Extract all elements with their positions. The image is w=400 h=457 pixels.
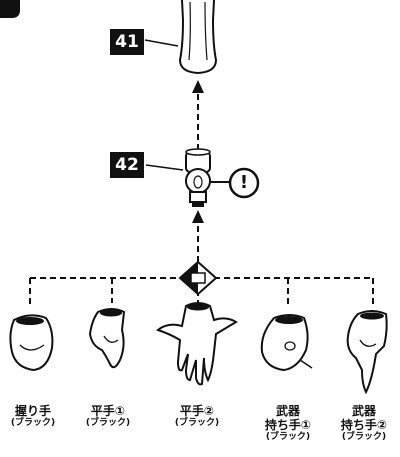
arrow-up-icon <box>192 210 204 262</box>
option-color: (ブラック) <box>341 432 387 442</box>
option-name: 武器 <box>275 404 300 418</box>
joint-part-42-illustration <box>185 148 211 207</box>
option-label-fist: 握り手 (ブラック) <box>2 404 64 429</box>
option-name: 武器 <box>351 404 376 418</box>
option-label-flat-hand-2: 平手② (ブラック) <box>164 404 230 429</box>
option-name-line-2: 持ち手① <box>264 418 312 432</box>
option-name-line-2: 持ち手② <box>340 418 388 432</box>
choose-one-icon <box>178 260 218 296</box>
option-color: (ブラック) <box>265 432 311 442</box>
part-number-41-badge: 41 <box>110 29 144 55</box>
option-label-weapon-grip-1: 武器 持ち手① (ブラック) <box>252 404 324 443</box>
weapon-grip-hand-1-illustration <box>260 314 313 372</box>
part-number-42-badge: 42 <box>110 152 144 178</box>
fist-hand-illustration <box>9 314 54 372</box>
flat-hand-2-illustration <box>155 302 238 386</box>
option-name: 握り手 <box>14 404 51 418</box>
corner-mark-icon <box>0 0 20 18</box>
caution-icon <box>228 167 260 199</box>
option-color: (ブラック) <box>174 418 220 428</box>
caution-mark-text: ! <box>239 172 249 193</box>
option-name: 平手① <box>90 404 126 418</box>
arrow-up-icon <box>192 80 204 150</box>
upper-part-41-illustration <box>178 0 218 75</box>
option-name: 平手② <box>179 404 215 418</box>
weapon-grip-hand-2-illustration <box>346 310 388 395</box>
flat-hand-1-illustration <box>88 308 126 369</box>
option-label-flat-hand-1: 平手① (ブラック) <box>76 404 140 429</box>
option-color: (ブラック) <box>85 418 131 428</box>
options-bracket <box>29 277 374 308</box>
option-color: (ブラック) <box>10 418 56 428</box>
option-label-weapon-grip-2: 武器 持ち手② (ブラック) <box>328 404 400 443</box>
